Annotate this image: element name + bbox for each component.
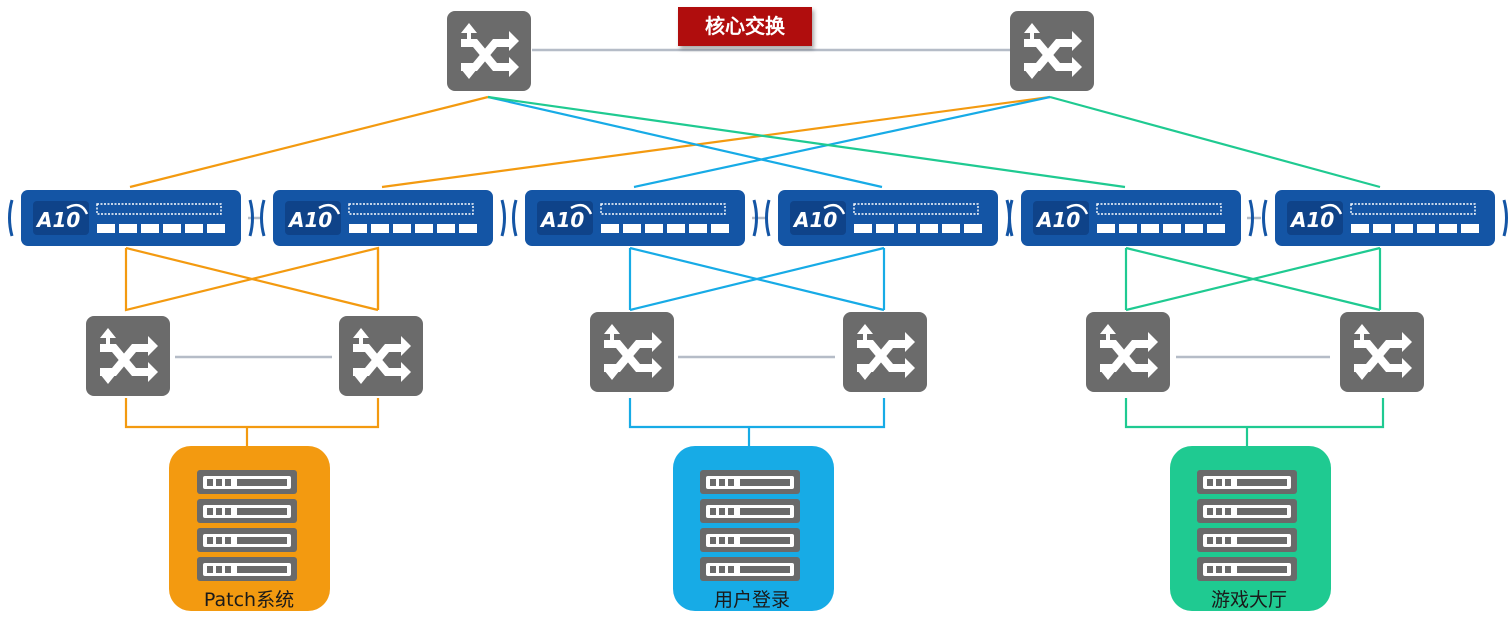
a10-load-balancer (765, 188, 1011, 248)
link-green (1125, 246, 1381, 312)
a10-device-icon (1262, 188, 1508, 248)
cluster-links-orange (124, 246, 380, 447)
access-switch (339, 316, 423, 396)
cluster-label: 游戏大厅 (1211, 589, 1287, 611)
link-blue (628, 398, 886, 429)
network-switch-icon (1010, 11, 1094, 91)
network-switch-icon (1340, 312, 1424, 392)
a10-device-icon (512, 188, 758, 248)
cluster-links-blue (628, 246, 886, 447)
server-cluster-lobby: 游戏大厅 (1170, 446, 1331, 611)
core-switch-left (447, 11, 531, 91)
access-switch (86, 316, 170, 396)
a10-device-icon (260, 188, 506, 248)
core-label (678, 7, 812, 46)
network-switch-icon (590, 312, 674, 392)
link-orange (381, 95, 1051, 189)
core-label-text: 核心交换 (705, 14, 786, 38)
a10-device-icon (1008, 188, 1254, 248)
link-green (1049, 95, 1381, 189)
a10-load-balancer (8, 188, 254, 248)
access-switch (1086, 312, 1170, 392)
network-switch-icon (339, 316, 423, 396)
network-switch-icon (447, 11, 531, 91)
cluster-links-green (1124, 246, 1385, 447)
link-blue (487, 95, 883, 189)
link-orange (124, 398, 380, 429)
a10-device-icon (765, 188, 1011, 248)
link-green (1124, 398, 1385, 429)
access-switch (590, 312, 674, 392)
a10-load-balancer (260, 188, 506, 248)
access-switch (1340, 312, 1424, 392)
core-label-box (678, 7, 812, 46)
a10-load-balancer (512, 188, 758, 248)
server-cluster-login: 用户登录 (673, 446, 834, 611)
a10-device-icon (8, 188, 254, 248)
a10-load-balancer (1008, 188, 1254, 248)
link-blue (629, 246, 885, 312)
link-blue (633, 95, 1051, 189)
core-switch-right (1010, 11, 1094, 91)
network-switch-icon (843, 312, 927, 392)
cluster-label: 用户登录 (714, 589, 790, 611)
access-switch (843, 312, 927, 392)
core-uplinks (129, 95, 1381, 189)
network-switch-icon (1086, 312, 1170, 392)
link-orange (129, 95, 489, 189)
cluster-label: Patch系统 (204, 589, 294, 611)
link-orange (125, 246, 379, 312)
server-cluster-patch: Patch系统 (169, 446, 330, 611)
a10-load-balancer (1262, 188, 1508, 248)
network-switch-icon (86, 316, 170, 396)
link-green (487, 95, 1126, 189)
